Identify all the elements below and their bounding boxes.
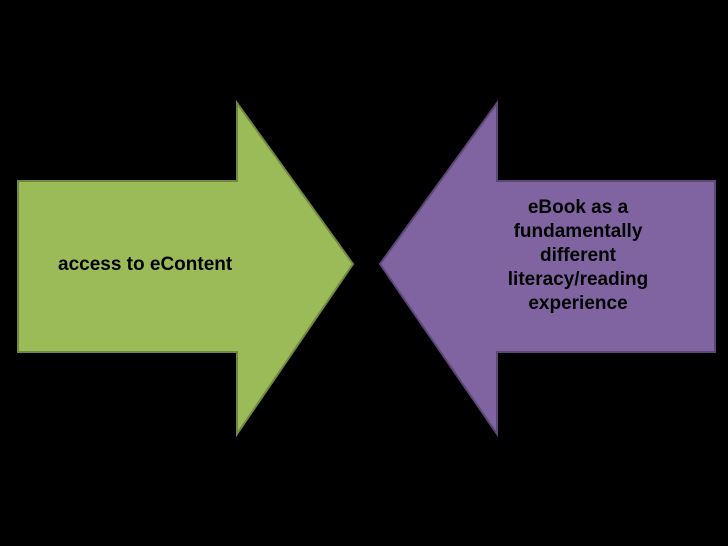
left-pointing-arrow (378, 99, 716, 438)
right-pointing-arrow (17, 99, 355, 438)
right-arrow-label: eBook as a fundamentally different liter… (507, 197, 649, 314)
left-arrow-label: access to eContent (58, 254, 233, 275)
